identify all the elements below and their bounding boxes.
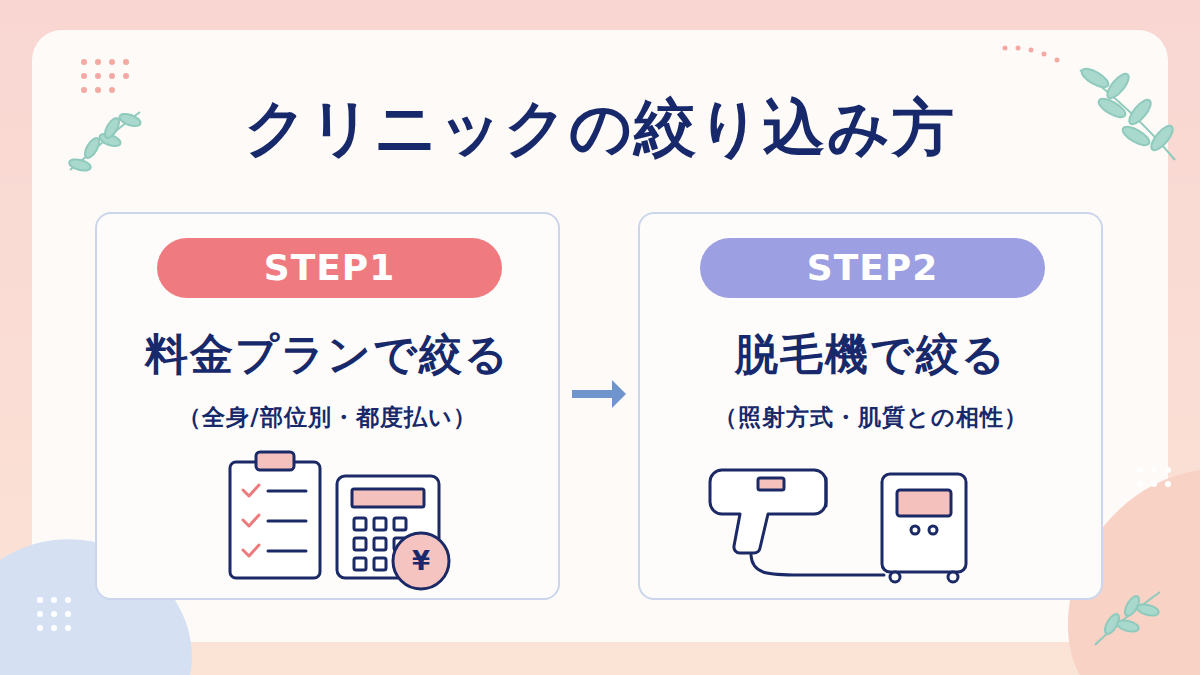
flow-arrow (572, 380, 626, 408)
step-heading: 脱毛機で絞る (640, 326, 1101, 384)
currency-symbol: ¥ (393, 533, 449, 589)
yen-coin (393, 533, 449, 589)
step-card: 料金プランで絞る （全身/部位別・都度払い） STEP1 (95, 212, 560, 600)
arrow-head (612, 380, 626, 408)
step-pill: STEP2 (700, 238, 1045, 298)
diagram-title: クリニックの絞り込み方 (0, 86, 1200, 170)
step-detail: （全身/部位別・都度払い） (97, 402, 558, 433)
step-heading: 料金プランで絞る (97, 326, 558, 384)
machine-icon (882, 474, 966, 582)
step-number: STEP1 (264, 247, 396, 288)
step-pill: STEP1 (157, 238, 502, 298)
step-card: 脱毛機で絞る （照射方式・肌質との相性） STEP2 (638, 212, 1103, 600)
step-number: STEP2 (807, 247, 939, 288)
arrow-shaft (572, 390, 614, 398)
step-detail: （照射方式・肌質との相性） (640, 402, 1101, 433)
handpiece-icon (710, 470, 884, 575)
clipboard-icon (230, 452, 320, 578)
